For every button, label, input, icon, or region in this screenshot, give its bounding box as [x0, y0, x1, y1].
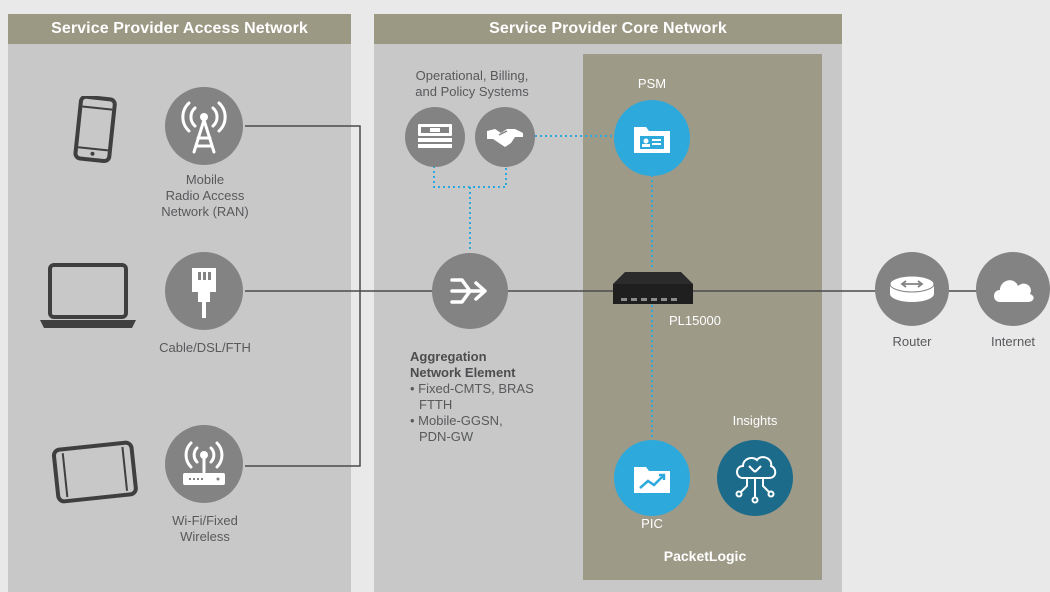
cloud-icon — [994, 280, 1034, 302]
aggregation-node — [432, 253, 508, 329]
brain-network-icon — [735, 456, 777, 504]
folder-chart-icon — [634, 467, 670, 493]
core-network-header: Service Provider Core Network — [374, 14, 842, 44]
psm-node — [614, 100, 690, 176]
ops-systems-label: Operational, Billing, and Policy Systems — [392, 68, 552, 100]
wifi-router-icon — [183, 441, 225, 485]
insights-node — [717, 440, 793, 516]
aggregation-description: Aggregation Network Element • Fixed-CMTS… — [410, 349, 570, 445]
insights-label: Insights — [732, 413, 778, 428]
aggregation-item: • Mobile-GGSN, — [410, 413, 503, 428]
handshake-icon — [487, 129, 523, 147]
money-icon — [418, 124, 452, 148]
ops-bracket-line — [433, 166, 507, 188]
ran-label-line-2: Radio Access — [165, 188, 245, 203]
wifi-label-line-2: Wireless — [180, 529, 230, 544]
ethernet-plug-icon — [192, 268, 216, 318]
laptop-icon — [40, 263, 136, 328]
ethernet-node — [165, 252, 243, 330]
router-icon — [889, 275, 935, 302]
ran-label: Mobile Radio Access Network (RAN) — [140, 172, 270, 220]
tablet-icon — [51, 440, 138, 504]
folder-id-icon — [634, 127, 670, 153]
radio-tower-node — [165, 87, 243, 165]
wifi-label: Wi-Fi/Fixed Wireless — [140, 513, 270, 545]
aggregation-item: PDN-GW — [419, 429, 474, 444]
ops-label-line-1: Operational, Billing, — [415, 68, 529, 83]
aggregation-title-2: Network Element — [410, 365, 516, 380]
aggregation-item: FTTH — [419, 397, 453, 412]
billing-node — [405, 107, 465, 167]
pic-node — [614, 440, 690, 516]
smartphone-icon — [73, 96, 117, 164]
wifi-label-line-1: Wi-Fi/Fixed — [172, 513, 238, 528]
policy-node — [475, 107, 535, 167]
aggregation-item: • Fixed-CMTS, BRAS — [410, 381, 534, 396]
merge-arrows-icon — [450, 278, 487, 304]
access-trunk-line — [245, 125, 361, 467]
ops-label-line-2: and Policy Systems — [415, 84, 529, 99]
internet-node — [976, 252, 1050, 326]
cable-label: Cable/DSL/FTH — [159, 340, 251, 355]
radio-tower-icon — [181, 101, 227, 154]
aggregation-title-1: Aggregation — [410, 349, 487, 364]
router-node — [875, 252, 949, 326]
access-network-header: Service Provider Access Network — [8, 14, 351, 44]
pl15000-label: PL15000 — [668, 313, 722, 328]
ran-label-line-1: Mobile — [185, 172, 225, 187]
wifi-router-node — [165, 425, 243, 503]
router-label: Router — [892, 334, 932, 349]
internet-label: Internet — [990, 334, 1036, 349]
psm-label: PSM — [637, 76, 667, 91]
pl15000-appliance-icon — [613, 272, 693, 304]
pic-label: PIC — [641, 516, 663, 531]
ran-label-line-3: Network (RAN) — [161, 204, 249, 219]
packetlogic-title: PacketLogic — [663, 548, 747, 564]
